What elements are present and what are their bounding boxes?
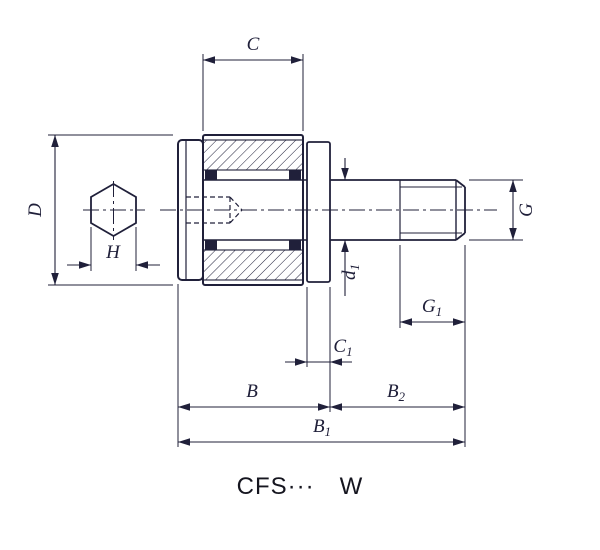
dimension-G1: G1: [399, 245, 465, 328]
dimension-label-D: D: [25, 203, 46, 218]
label-sub: 1: [346, 344, 353, 359]
dimension-C1: C1: [285, 287, 353, 367]
label-sub: 1: [436, 304, 443, 319]
dimension-B1: B1: [178, 416, 465, 446]
dimension-C: C: [202, 34, 304, 131]
hex-socket-hidden-lines: [186, 196, 243, 224]
seal-top-right: [289, 170, 301, 180]
label-sub: 2: [399, 389, 406, 404]
ring-section-hatch-bottom: [202, 249, 304, 281]
dimension-D: D: [25, 134, 173, 286]
dimension-label-B1: B1: [313, 416, 331, 439]
seal-bottom-right: [289, 240, 301, 250]
socket-cone-top: [229, 196, 243, 211]
side-washer: [306, 141, 331, 283]
dimension-d1: d1: [339, 158, 362, 296]
dimension-label-H: H: [105, 242, 121, 263]
dimension-H: H: [67, 227, 160, 271]
seal-bottom-left: [205, 240, 217, 250]
label-sub: 1: [325, 424, 332, 439]
label-base: C: [333, 336, 346, 357]
dimension-label-C: C: [247, 34, 260, 55]
dimension-label-B2: B2: [387, 381, 406, 404]
chamfer-top: [455, 179, 466, 188]
dimension-label-G1: G1: [422, 296, 442, 319]
label-base: d: [339, 270, 360, 280]
dimension-label-C1: C1: [333, 336, 352, 359]
seals: [205, 170, 301, 250]
label-base: G: [422, 296, 436, 317]
seal-top-left: [205, 170, 217, 180]
dimension-label-G: G: [516, 203, 537, 217]
ring-section-hatch-top: [202, 139, 304, 171]
label-base: B: [387, 381, 399, 402]
socket-cone-bottom: [229, 209, 243, 224]
dimension-label-d1: d1: [339, 264, 362, 280]
washer-outline: [306, 141, 331, 283]
label-base: B: [313, 416, 325, 437]
chamfer-bottom: [455, 232, 466, 241]
dimension-B-B2: B B2: [177, 245, 466, 447]
dimension-label-B: B: [246, 381, 258, 402]
centerlines: [83, 181, 497, 240]
part-number-title: CFS··· W: [237, 473, 364, 500]
label-sub: 1: [347, 264, 362, 271]
dimension-G: G: [469, 179, 537, 241]
